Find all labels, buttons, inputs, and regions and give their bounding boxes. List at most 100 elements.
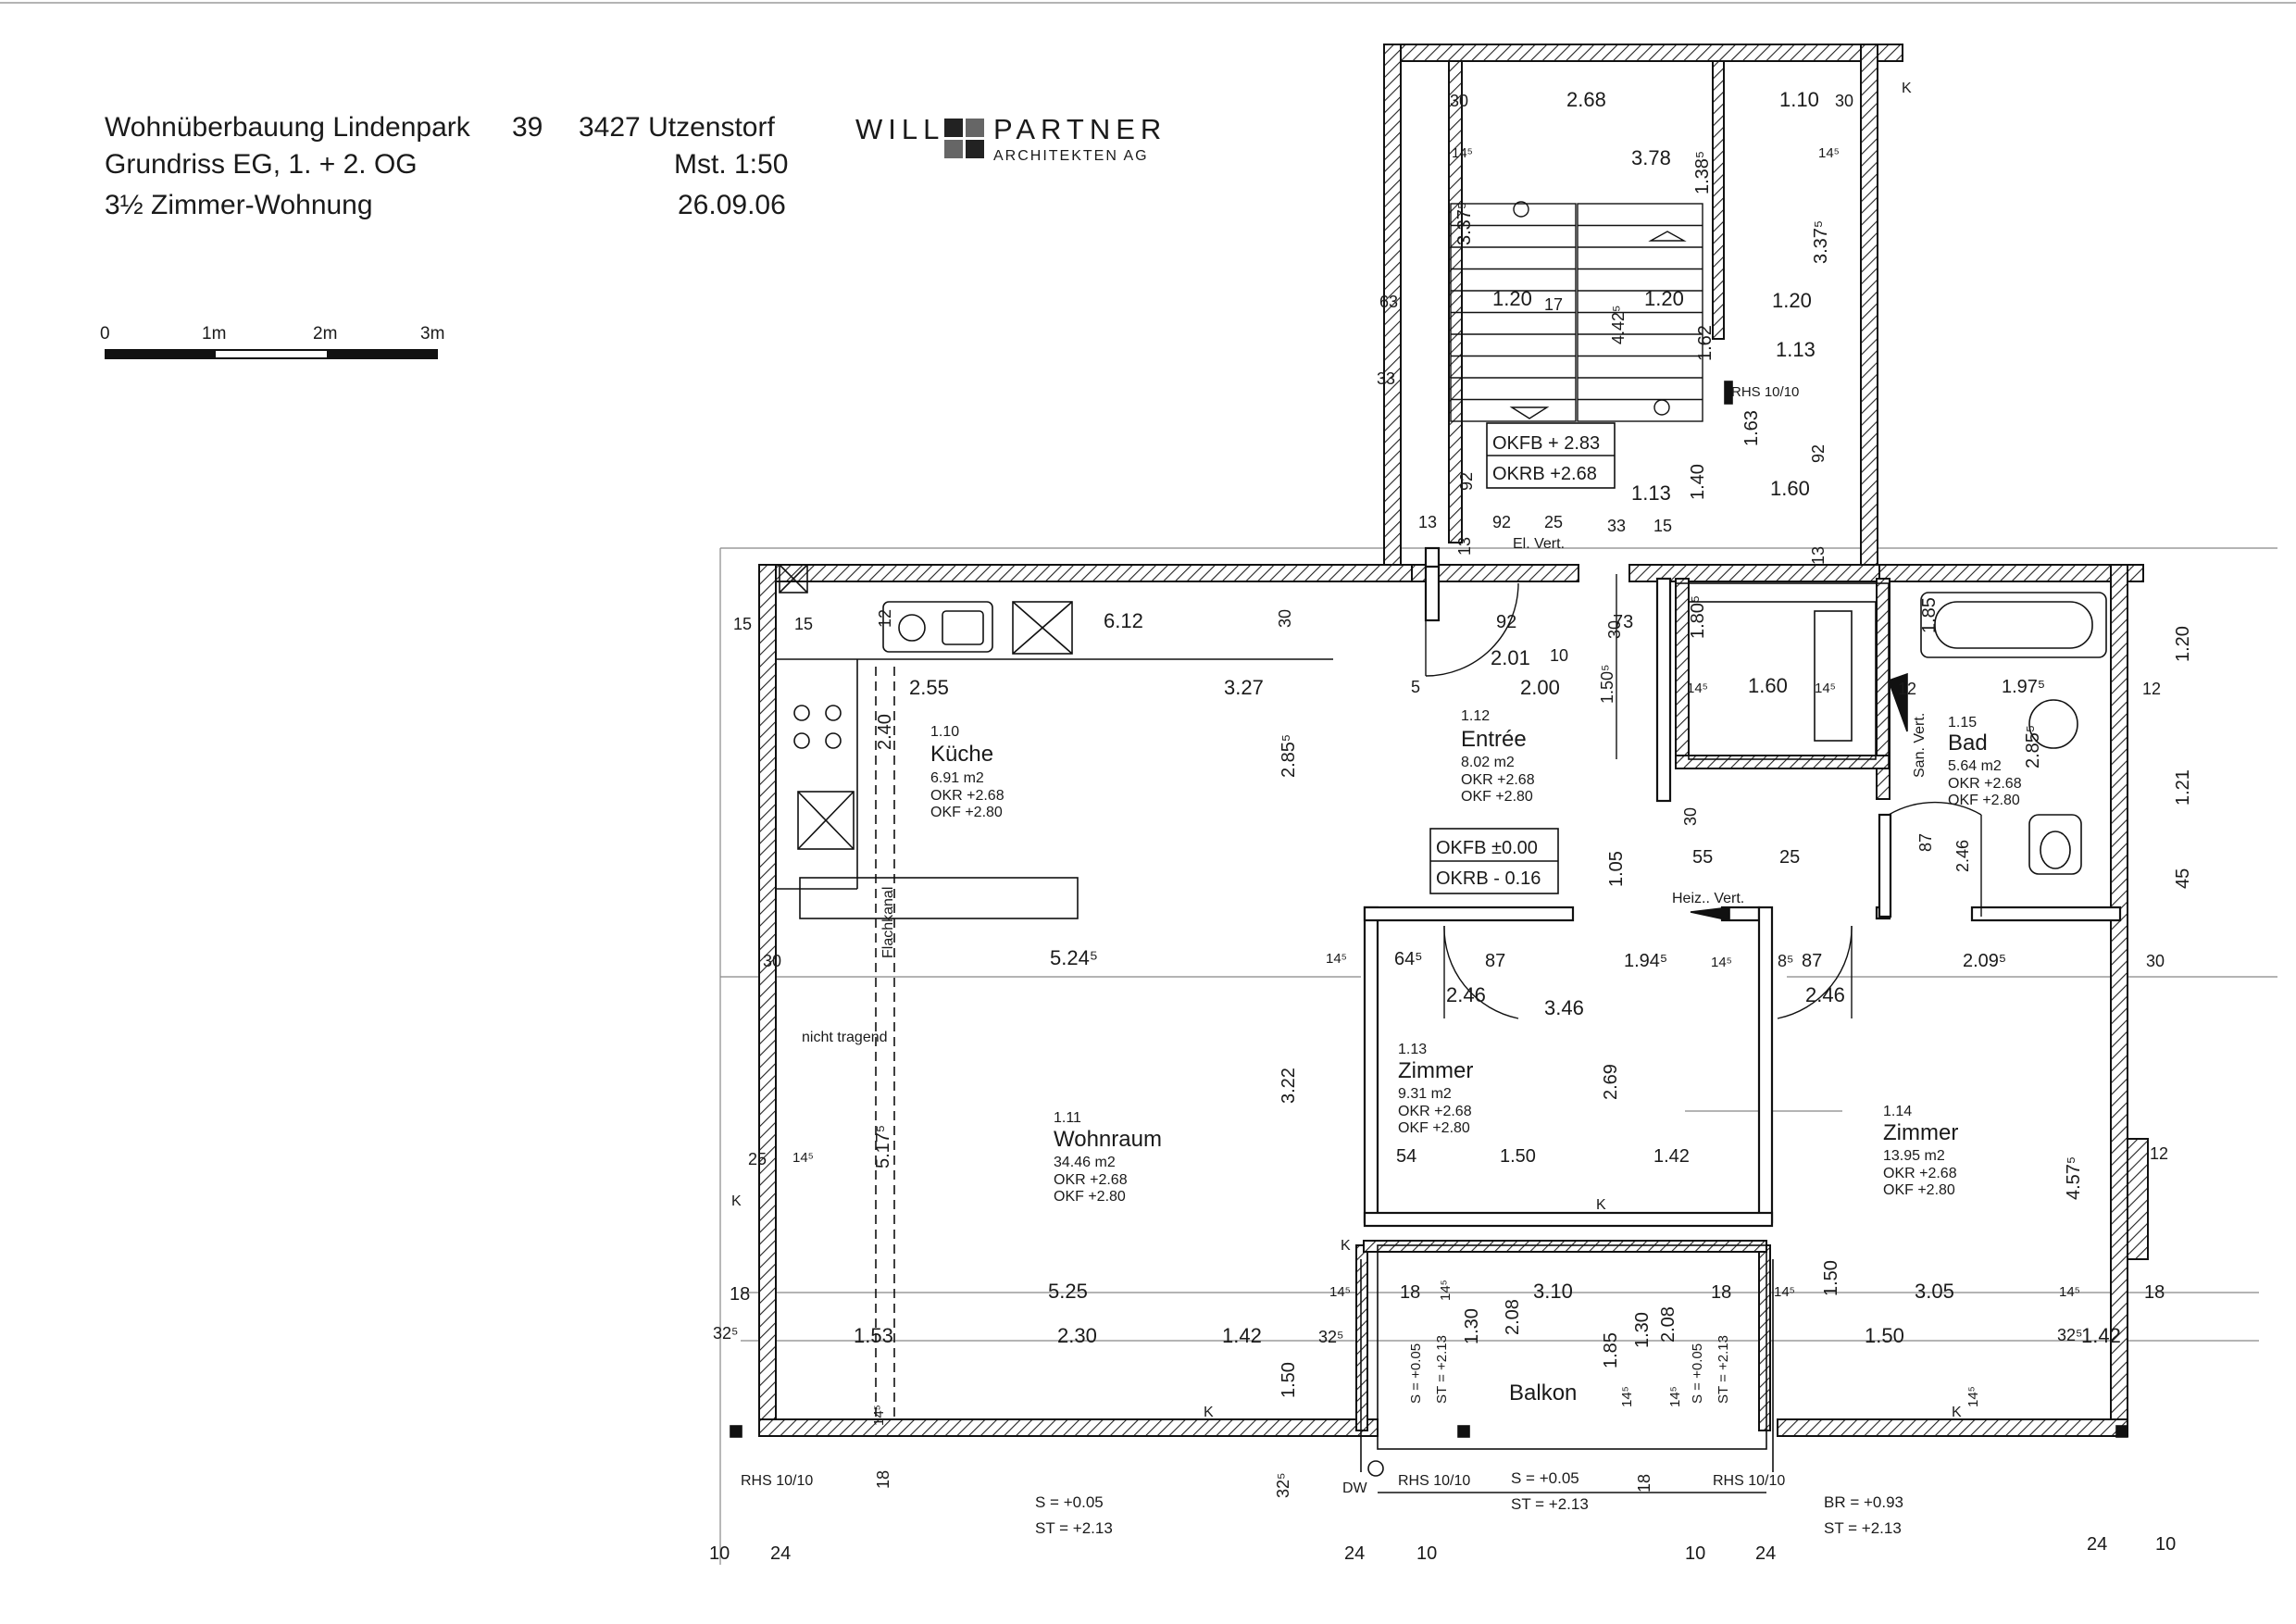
dimension-label: 3.37⁵: [1811, 220, 1831, 264]
label-k: K: [1204, 1405, 1214, 1420]
door-swings: [1425, 574, 1982, 1019]
label-rhs: RHS 10/10: [1398, 1473, 1470, 1489]
dimension-label: 14⁵: [2059, 1284, 2080, 1300]
dimension-label: 1.42: [1222, 1324, 1262, 1347]
dimension-label: 2.08: [1503, 1299, 1523, 1335]
dimension-label: 33: [1607, 517, 1626, 535]
dimension-label: 13: [1418, 513, 1437, 531]
scale-label: 1m: [202, 324, 227, 344]
dimension-label: 2.55: [909, 676, 949, 699]
dimension-label: 13: [1455, 537, 1474, 556]
plan-date: 26.09.06: [678, 190, 786, 220]
dimension-label: 18: [1400, 1282, 1420, 1303]
dimension-label: 1.85: [1919, 597, 1940, 633]
dimension-label: 14⁵: [871, 1405, 887, 1426]
label-rhs: RHS 10/10: [1731, 384, 1799, 400]
dimension-label: 1.20: [1772, 289, 1812, 312]
dimension-label: 1.94⁵: [1624, 951, 1667, 971]
dimension-label: 1.50: [1865, 1324, 1904, 1347]
dimension-label: 1.42: [1653, 1146, 1690, 1167]
label-k: K: [731, 1193, 742, 1209]
dimension-label: 3.22: [1279, 1068, 1299, 1104]
dimension-label: 24: [770, 1543, 791, 1564]
dimension-label: 12: [2142, 680, 2161, 698]
dimension-label: 55: [1692, 847, 1713, 868]
dimension-label: 25: [1779, 847, 1800, 868]
dimension-label: 10: [2155, 1534, 2176, 1555]
elevation-label: ST = +2.13: [1824, 1519, 1902, 1537]
dimension-label: 1.50: [1821, 1260, 1841, 1296]
staircase: [1450, 201, 1703, 422]
dimension-label: 25: [1544, 513, 1563, 531]
scale-label: 0: [100, 324, 110, 344]
dimension-label: 10: [1416, 1543, 1437, 1564]
room-number: 1.15: [1948, 715, 1977, 731]
location: 3427 Utzenstorf: [579, 112, 775, 143]
dimension-label: 18: [2144, 1282, 2165, 1303]
dimension-label: 32⁵: [2057, 1326, 2082, 1344]
dimension-label: 6.12: [1104, 609, 1143, 632]
logo-square-3: [944, 140, 963, 158]
room-area: 34.46 m2: [1054, 1155, 1116, 1170]
balcony: [1360, 1244, 1774, 1493]
dimension-label: 24: [1755, 1543, 1776, 1564]
level-box-2-line2: OKRB - 0.16: [1436, 868, 1541, 889]
dimension-label: 3.46: [1544, 996, 1584, 1019]
room-okf: OKF +2.80: [1948, 793, 2020, 808]
dimension-label: 1.53: [854, 1324, 893, 1347]
dimension-label: 14⁵: [1329, 1284, 1351, 1300]
elevation-label: ST = +2.13: [1716, 1335, 1731, 1404]
room-number: 1.14: [1883, 1104, 1912, 1119]
level-box-1-line1: OKFB + 2.83: [1492, 433, 1600, 454]
elevation-label: ST = +2.13: [1511, 1495, 1589, 1513]
room-okr: OKR +2.68: [1398, 1104, 1472, 1119]
dimension-label: 2.08: [1658, 1306, 1678, 1343]
dimension-label: 54: [1396, 1146, 1416, 1167]
room-okr: OKR +2.68: [1883, 1166, 1957, 1181]
room-number: 1.11: [1054, 1110, 1081, 1126]
dimension-label: 64⁵: [1394, 949, 1423, 969]
exterior-walls: [758, 44, 2149, 1437]
room-bad: 1.15 Bad 5.64 m2 OKR +2.68 OKF +2.80: [1948, 715, 2022, 808]
dimension-label: 15: [794, 615, 813, 633]
dimension-label: 18: [730, 1284, 750, 1305]
logo-square-1: [944, 119, 963, 137]
room-area: 8.02 m2: [1461, 755, 1515, 770]
room-zimmer-113: 1.13 Zimmer 9.31 m2 OKR +2.68 OKF +2.80: [1398, 1042, 1473, 1136]
dimension-label: 1.62: [1695, 325, 1716, 361]
dimension-label: 5.24⁵: [1050, 946, 1098, 969]
elevator: [1675, 582, 1890, 769]
elevation-label: S = +0.05: [1511, 1469, 1579, 1487]
room-okr: OKR +2.68: [1948, 776, 2022, 792]
room-okf: OKF +2.80: [1398, 1120, 1470, 1136]
label-el-vert: El. Vert.: [1513, 536, 1565, 552]
elevation-label: ST = +2.13: [1035, 1519, 1113, 1537]
dimension-label: 3.78: [1631, 146, 1671, 169]
dimension-label: 33: [1377, 369, 1395, 388]
scale-label: 3m: [420, 324, 445, 344]
dimension-label: 15: [1653, 517, 1672, 535]
plan-title: Grundriss EG, 1. + 2. OG: [105, 149, 418, 180]
label-k: K: [1341, 1238, 1351, 1254]
label-rhs: RHS 10/10: [1713, 1473, 1785, 1489]
logo-will: WILL: [855, 113, 945, 145]
dimension-label: 1.80⁵: [1688, 595, 1708, 639]
dimension-label: 1.30: [1632, 1312, 1653, 1348]
level-box: [1486, 422, 1616, 489]
dimension-label: 8⁵: [1778, 952, 1793, 970]
dimension-label: 18: [1711, 1282, 1731, 1303]
dimension-label: 2.85⁵: [2023, 725, 2043, 768]
dimension-label: 1.60: [1748, 674, 1788, 697]
plan-scale: Mst. 1:50: [674, 149, 789, 180]
dimension-label: 14⁵: [1774, 1284, 1795, 1300]
dimension-label: 3.27: [1224, 676, 1264, 699]
label-dw: DW: [1342, 1480, 1368, 1496]
label-k: K: [1596, 1197, 1606, 1213]
dimension-label: 4.57⁵: [2064, 1156, 2084, 1200]
dimension-label: 2.40: [875, 714, 895, 750]
dimension-label: 87: [1485, 951, 1505, 971]
room-name: Wohnraum: [1054, 1127, 1162, 1152]
scale-bar-segment: [105, 349, 216, 359]
elevation-label: BR = +0.93: [1824, 1493, 1903, 1511]
room-entree: 1.12 Entrée 8.02 m2 OKR +2.68 OKF +2.80: [1461, 708, 1535, 805]
